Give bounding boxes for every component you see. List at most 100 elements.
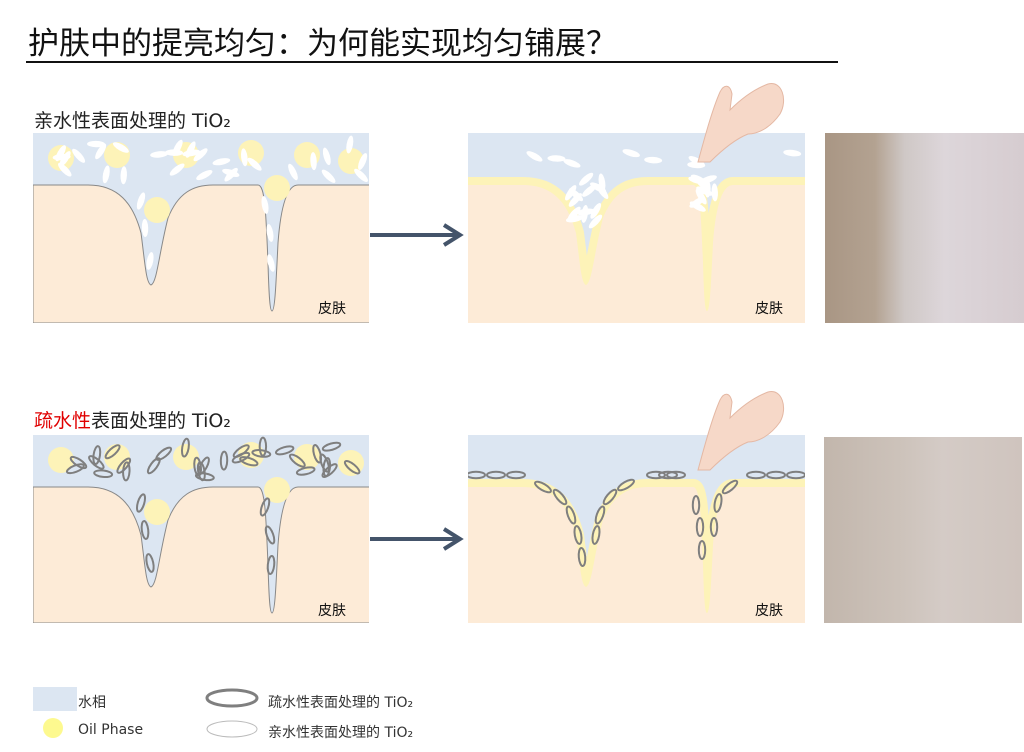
- finger-hand-icon: [697, 83, 784, 163]
- hydrophobic-particle-icon: [205, 688, 259, 708]
- hydrophilic-tio2-particle: [112, 142, 129, 153]
- hydrophilic-tio2-particle: [261, 196, 269, 214]
- hydrophobic-tio2-particle: [232, 444, 250, 458]
- hydrophilic-tio2-particle: [72, 148, 86, 163]
- hydrophilic-tio2-particle: [193, 148, 208, 162]
- hydrophilic-tio2-particle: [588, 214, 603, 229]
- skin-photo-hydrophobic: [824, 437, 1022, 623]
- hydrophobic-tio2-particle: [239, 456, 259, 467]
- hydrophobic-tio2-particle: [534, 480, 552, 494]
- hydrophobic-tio2-particle: [104, 444, 121, 460]
- top-row-heading: 亲水性表面处理的 TiO₂: [34, 106, 231, 133]
- hydrophilic-tio2-particle: [240, 148, 248, 167]
- skin-layer: [468, 185, 805, 323]
- oil-droplet: [264, 175, 290, 201]
- hydrophilic-tio2-particle: [146, 252, 154, 270]
- oil-droplet: [264, 477, 290, 503]
- hydrophobic-tio2-particle: [93, 469, 114, 479]
- hydrophilic-tio2-particle: [196, 170, 213, 181]
- hydrophilic-tio2-particle: [182, 149, 201, 157]
- hydrophilic-tio2-particle: [358, 153, 368, 170]
- hydrophobic-tio2-particle: [343, 459, 361, 475]
- heading-prefix: 疏水性: [34, 410, 92, 432]
- hydrophobic-tio2-particle: [251, 449, 272, 458]
- hydrophilic-tio2-particle: [346, 135, 354, 154]
- oil-droplet: [144, 499, 170, 525]
- skin-photo-hydrophilic: [825, 133, 1024, 323]
- hydrophilic-tio2-particle: [563, 159, 581, 168]
- arrow-right-icon: [370, 527, 464, 551]
- hydrophobic-tio2-particle: [468, 470, 486, 480]
- bottom-row-heading: 疏水性表面处理的 TiO₂: [34, 406, 231, 433]
- hydrophilic-tio2-particle: [150, 151, 169, 158]
- hydrophobic-tio2-particle: [65, 463, 85, 475]
- hydrophobic-tio2-particle: [746, 470, 766, 480]
- hydrophilic-tio2-particle: [590, 202, 602, 219]
- hydrophilic-tio2-particle: [567, 206, 581, 221]
- heading-suffix: 表面处理的 TiO₂: [91, 110, 231, 132]
- hydrophilic-tio2-particle: [288, 163, 298, 181]
- hydrophobic-tio2-particle: [709, 517, 719, 537]
- hydrophobic-tio2-particle: [713, 493, 723, 513]
- oil-droplet: [48, 447, 74, 473]
- finger-hand-icon: [697, 391, 784, 471]
- before-panel-hydrophilic: [33, 133, 369, 323]
- hydrophobic-tio2-particle: [194, 472, 215, 482]
- hydrophilic-tio2-particle: [172, 139, 183, 156]
- skin-layer: [468, 487, 805, 623]
- hydrophilic-tio2-particle: [622, 149, 640, 158]
- hydrophilic-tio2-particle: [322, 147, 331, 166]
- hydrophobic-tio2-particle: [274, 445, 295, 456]
- hydrophilic-tio2-particle: [321, 169, 336, 183]
- hydrophobic-tio2-particle: [135, 493, 147, 513]
- hydrophilic-tio2-particle: [565, 185, 577, 201]
- hydrophobic-tio2-particle: [721, 479, 739, 495]
- skin-label: 皮肤: [318, 301, 346, 317]
- hydrophobic-tio2-particle: [312, 444, 323, 464]
- hydrophilic-tio2-particle: [141, 219, 149, 237]
- hydrophobic-tio2-particle: [321, 441, 342, 452]
- hydrophilic-tio2-particle: [169, 163, 185, 176]
- legend-hydrophilic: 亲水性表面处理的 TiO₂: [268, 725, 414, 741]
- heading-suffix: 表面处理的 TiO₂: [91, 410, 231, 432]
- hydrophobic-tio2-particle: [193, 456, 203, 477]
- hydrophobic-tio2-particle: [258, 436, 268, 457]
- hydrophilic-tio2-particle: [687, 161, 706, 169]
- skin-layer: [33, 184, 369, 323]
- legend-hydrophobic: 疏水性表面处理的 TiO₂: [268, 695, 414, 711]
- legend-water: 水相: [78, 695, 106, 711]
- hydrophobic-tio2-particle: [266, 555, 276, 575]
- hydrophilic-tio2-particle: [644, 156, 663, 164]
- hydrophilic-tio2-particle: [354, 168, 368, 182]
- hydrophilic-tio2-particle: [95, 143, 107, 160]
- hydrophilic-tio2-particle: [596, 183, 609, 199]
- hydrophobic-tio2-particle: [666, 470, 686, 480]
- hydrophilic-tio2-particle: [689, 196, 706, 208]
- hydrophilic-tio2-particle: [526, 151, 543, 162]
- hydrophilic-tio2-particle: [224, 167, 238, 182]
- hydrophilic-tio2-particle: [247, 157, 262, 171]
- hydrophobic-tio2-particle: [155, 446, 173, 461]
- hydrophilic-tio2-particle: [310, 152, 317, 171]
- hydrophilic-particle-icon: [206, 720, 258, 738]
- hydrophobic-tio2-particle: [658, 470, 678, 480]
- hydrophobic-tio2-particle: [116, 457, 132, 474]
- hydrophobic-tio2-particle: [140, 520, 150, 540]
- hydrophobic-tio2-particle: [602, 488, 618, 506]
- hydrophilic-tio2-particle: [581, 204, 589, 223]
- skin-label: 皮肤: [755, 603, 783, 619]
- hydrophilic-tio2-particle: [87, 140, 106, 148]
- before-panel-hydrophobic: [33, 435, 369, 623]
- hydrophilic-tio2-particle: [598, 173, 606, 192]
- after-panel-hydrophobic: [468, 435, 805, 623]
- hydrophobic-tio2-particle: [577, 547, 587, 567]
- hydrophilic-tio2-particle: [55, 145, 66, 162]
- hydrophilic-tio2-particle: [582, 184, 597, 197]
- skin-label: 皮肤: [318, 603, 346, 619]
- hydrophilic-tio2-particle: [136, 192, 146, 210]
- arrow-right-icon: [370, 223, 464, 247]
- skin-layer: [33, 486, 369, 623]
- hydrophobic-tio2-particle: [617, 478, 635, 492]
- hydrophobic-tio2-particle: [264, 525, 276, 545]
- hydrophobic-tio2-particle: [321, 463, 338, 478]
